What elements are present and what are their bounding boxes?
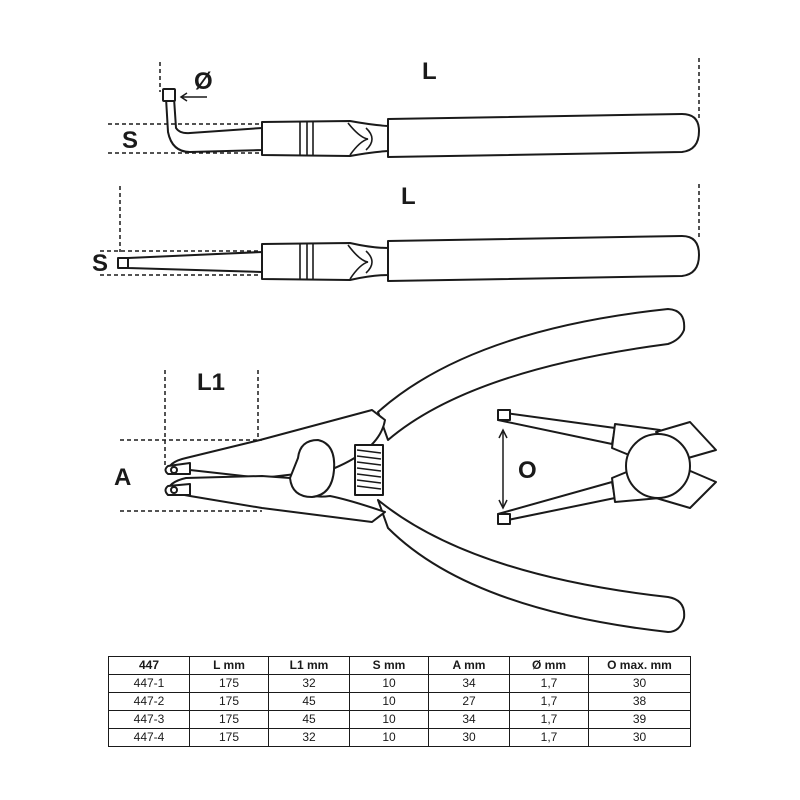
upper-handle: [377, 308, 686, 441]
table-cell: 10: [349, 710, 429, 729]
top-bent-jaw: [165, 97, 263, 153]
table-header-cell: L mm: [189, 656, 269, 675]
table-row: 447-4 175 32 10 30 1,7 30: [108, 728, 691, 747]
pivot-hub: [289, 439, 336, 498]
table-cell: 1,7: [509, 728, 589, 747]
mid-joint: [261, 242, 389, 281]
opening-label: O: [518, 457, 537, 484]
table-cell: 447-3: [108, 710, 190, 729]
bent-tip-pliers-side-view: Ø L S: [108, 58, 700, 158]
spring-icon: [354, 444, 384, 496]
tip-spread-label: A: [114, 464, 131, 491]
table-cell: 10: [349, 692, 429, 711]
lower-jaw: [167, 475, 386, 523]
table-cell: 447-4: [108, 728, 190, 747]
table-row: 447-3 175 45 10 34 1,7 39: [108, 710, 691, 729]
top-handle: [387, 113, 700, 158]
table-header-cell: O max. mm: [588, 656, 691, 675]
upper-jaw: [167, 409, 386, 479]
table-cell: 30: [588, 674, 691, 693]
table-cell: 34: [428, 674, 510, 693]
opening-lower-arm: [497, 481, 616, 523]
opening-detail: O: [497, 409, 717, 525]
table-cell: 447-1: [108, 674, 190, 693]
lower-handle: [377, 499, 686, 633]
table-cell: 175: [189, 692, 269, 711]
specification-table: 447 L mm L1 mm S mm A mm Ø mm O max. mm …: [108, 656, 691, 747]
table-cell: 447-2: [108, 692, 190, 711]
tip-length-label: L1: [197, 369, 225, 396]
mid-straight-jaw: [127, 251, 263, 273]
table-header-row: 447 L mm L1 mm S mm A mm Ø mm O max. mm: [108, 656, 691, 675]
top-joint: [261, 120, 389, 157]
table-cell: 30: [428, 728, 510, 747]
table-cell: 39: [588, 710, 691, 729]
table-cell: 1,7: [509, 692, 589, 711]
mid-length-label: L: [401, 183, 416, 210]
table-cell: 30: [588, 728, 691, 747]
pliers-technical-drawing: Ø L S L S: [92, 58, 717, 633]
table-row: 447-1 175 32 10 34 1,7 30: [108, 674, 691, 693]
top-diameter-label: Ø: [194, 68, 213, 95]
table-cell: 45: [268, 710, 350, 729]
straight-pliers-side-view: L S: [92, 183, 700, 282]
opening-upper-arm: [497, 411, 616, 445]
pliers-plan-view: L1 A: [114, 308, 686, 633]
table-header-cell: L1 mm: [268, 656, 350, 675]
mid-handle: [387, 235, 700, 282]
table-cell: 38: [588, 692, 691, 711]
table-header-cell: A mm: [428, 656, 510, 675]
table-cell: 10: [349, 674, 429, 693]
table-cell: 175: [189, 728, 269, 747]
top-length-label: L: [422, 58, 437, 85]
table-cell: 32: [268, 728, 350, 747]
table-header-cell: 447: [108, 656, 190, 675]
table-cell: 34: [428, 710, 510, 729]
table-header-cell: Ø mm: [509, 656, 589, 675]
table-cell: 175: [189, 710, 269, 729]
table-cell: 1,7: [509, 710, 589, 729]
top-shank-label: S: [122, 127, 138, 154]
table-header-cell: S mm: [349, 656, 429, 675]
opening-pivot: [625, 433, 691, 499]
table-cell: 175: [189, 674, 269, 693]
mid-shank-label: S: [92, 250, 108, 277]
table-cell: 10: [349, 728, 429, 747]
table-row: 447-2 175 45 10 27 1,7 38: [108, 692, 691, 711]
table-cell: 45: [268, 692, 350, 711]
table-cell: 1,7: [509, 674, 589, 693]
table-cell: 27: [428, 692, 510, 711]
table-cell: 32: [268, 674, 350, 693]
